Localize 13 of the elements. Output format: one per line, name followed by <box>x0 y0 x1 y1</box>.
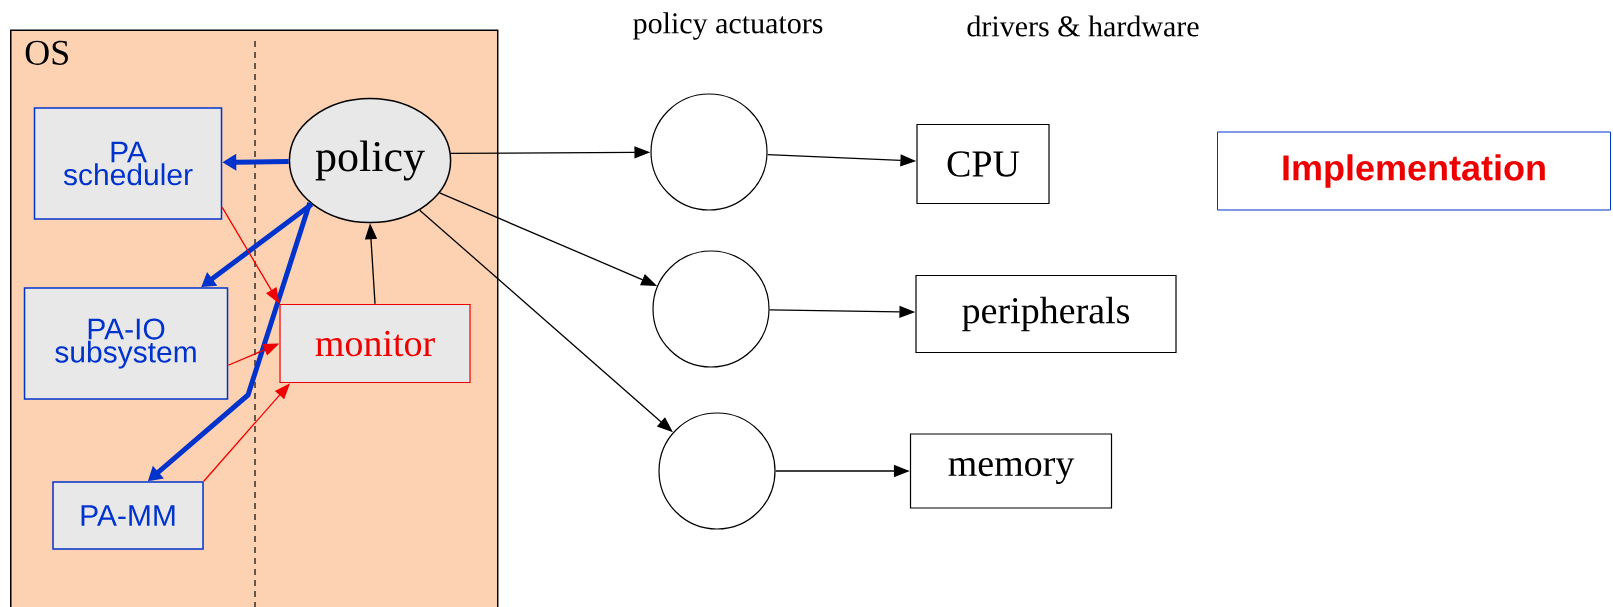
hardware-box: memory <box>909 433 1113 509</box>
monitor-box: monitor <box>279 303 471 384</box>
hardware-box: CPU <box>916 123 1050 205</box>
implementation-box: Implementation <box>1217 131 1611 211</box>
program-box: PA-MM <box>52 481 204 550</box>
actuator-circle <box>658 412 776 530</box>
program-box: PA scheduler <box>33 107 223 220</box>
program-box: PA-IO subsystem <box>23 287 229 400</box>
actuator-circle <box>650 93 768 211</box>
actuator-circle <box>652 250 770 368</box>
column-heading: policy actuators <box>633 12 823 40</box>
hardware-box: peripherals <box>915 274 1177 354</box>
column-heading: drivers & hardware <box>967 15 1199 37</box>
